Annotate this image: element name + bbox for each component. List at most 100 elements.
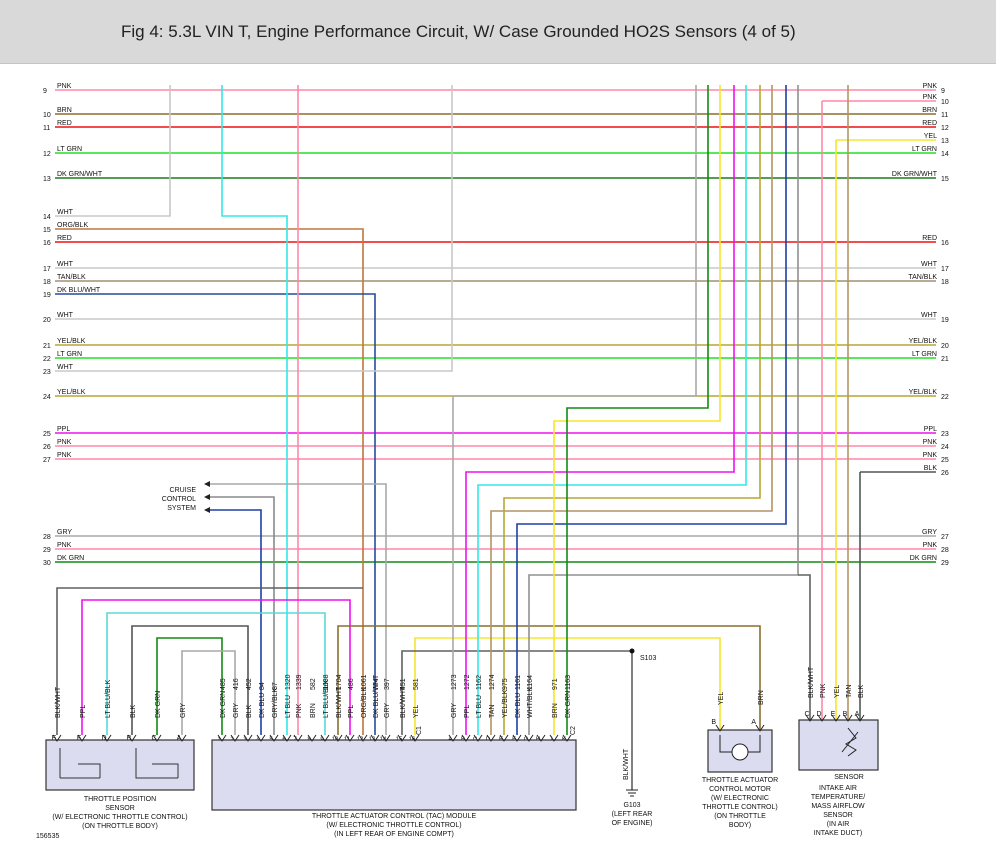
- connector-pin: [805, 714, 815, 722]
- right-wire-number: 22: [941, 394, 949, 401]
- component-layer: [45, 481, 879, 811]
- maf-title: MASS AIRFLOW: [811, 803, 865, 810]
- tac-box: [211, 739, 577, 811]
- right-wire-number: 20: [941, 343, 949, 350]
- left-wire-label: BRN: [57, 107, 72, 114]
- left-wire-number: 19: [43, 292, 51, 299]
- wire-c2-j: [553, 85, 721, 735]
- left-wire-number: 15: [43, 227, 51, 234]
- tac-connector-label: C2: [570, 726, 577, 735]
- right-wire-number: 14: [941, 151, 949, 158]
- left-wire-label: WHT: [57, 364, 74, 371]
- right-wire-number: 23: [941, 431, 949, 438]
- connector-pin: [549, 734, 559, 742]
- tac-pin-wire: WHT/BLK: [527, 687, 534, 718]
- tac-title: (W/ ELECTRONIC THROTTLE CONTROL): [326, 822, 461, 829]
- cruise-label: CONTROL: [162, 496, 196, 503]
- wire-tps-e: [56, 587, 363, 735]
- connector-pin: [152, 734, 162, 742]
- tac-title: THROTTLE ACTUATOR CONTROL (TAC) MODULE: [312, 813, 477, 820]
- left-wire-label: YEL/BLK: [57, 338, 86, 345]
- tac-pin-wire: DK BLU: [259, 693, 266, 718]
- connector-pin: [755, 724, 765, 732]
- tac-circuit-number: 452: [246, 678, 253, 690]
- wire-wht-14: [55, 85, 171, 217]
- left-wire-label: PNK: [57, 542, 72, 549]
- tps-title: SENSOR: [105, 805, 135, 812]
- right-wire-number: 27: [941, 534, 949, 541]
- tac-connector-label: C1: [416, 726, 423, 735]
- cruise-label: CRUISE: [170, 487, 197, 494]
- connector-pin: [499, 734, 509, 742]
- connector-pin: [217, 734, 227, 742]
- tac-pin-wire: PPL: [464, 705, 471, 718]
- maf-pin-letter: B: [843, 711, 848, 718]
- tps-pin-letter: F: [77, 735, 81, 742]
- tps-title: THROTTLE POSITION: [84, 796, 156, 803]
- tac-pin-wire: DK BLU/WHT: [373, 674, 380, 718]
- iat-thermistor: [845, 727, 857, 757]
- right-wire-number: 28: [941, 547, 949, 554]
- maf-title: INTAKE DUCT): [814, 830, 862, 837]
- wire-c2-k: [566, 85, 709, 735]
- connector-pin: [461, 734, 471, 742]
- left-wire-label: DK BLU/WHT: [57, 287, 101, 294]
- tps-pin-wire: PPL: [80, 705, 87, 718]
- maf-box: [798, 719, 879, 771]
- tac-title: (IN LEFT REAR OF ENGINE COMPT): [334, 831, 454, 838]
- wire-gry-cruise: [210, 483, 387, 735]
- tac-pin-wire: PNK: [296, 703, 303, 718]
- connector-pin: [473, 734, 483, 742]
- right-wire-label: PNK: [923, 83, 938, 90]
- motor-title: (W/ ELECTRONIC: [711, 795, 769, 802]
- right-wire-label: YEL: [924, 133, 937, 140]
- tac-pin-wire: BLK/WHT: [400, 686, 407, 718]
- left-wire-number: 9: [43, 88, 47, 95]
- maf-title: (IN AIR: [827, 821, 850, 828]
- iat-label: SENSOR: [834, 774, 864, 781]
- left-wire-number: 10: [43, 112, 51, 119]
- connector-pin: [269, 734, 279, 742]
- right-wire-label: WHT: [921, 312, 938, 319]
- connector-pin: [230, 734, 240, 742]
- tac-circuit-number: 87: [272, 682, 279, 690]
- right-wire-label: GRY: [922, 529, 937, 536]
- right-wire-label: PPL: [924, 426, 937, 433]
- tac-circuit-number: 416: [233, 678, 240, 690]
- cruise-arrow: [204, 494, 210, 500]
- left-wire-number: 30: [43, 560, 51, 567]
- tps-pin-wire: GRY: [180, 703, 187, 718]
- right-wire-label: YEL/BLK: [909, 338, 938, 345]
- tac-circuit-number: 1272: [464, 674, 471, 690]
- wire-maf-c: [798, 574, 811, 735]
- wire-tps-f: [81, 599, 351, 735]
- wire-wht-23: [55, 85, 453, 372]
- tps-pin-letter: E: [52, 735, 57, 742]
- wire-c2-e: [503, 85, 761, 735]
- left-wire-label: WHT: [57, 209, 74, 216]
- wire-brn-motor: [337, 625, 761, 735]
- left-wire-label: PPL: [57, 426, 70, 433]
- right-wire-label: TAN/BLK: [908, 274, 937, 281]
- right-wire-number: 19: [941, 317, 949, 324]
- left-wire-label: WHT: [57, 312, 74, 319]
- tac-circuit-number: 1274: [489, 674, 496, 690]
- tac-circuit-number: 975: [502, 678, 509, 690]
- left-wire-label: ORG/BLK: [57, 222, 88, 229]
- tps-pin-wire: BLK/WHT: [55, 686, 62, 718]
- left-wire-label: LT GRN: [57, 351, 82, 358]
- connector-pin: [715, 724, 725, 732]
- tac-pin-wire: YEL/BLK: [502, 689, 509, 718]
- left-wire-label: TAN/BLK: [57, 274, 86, 281]
- splice-dot: [629, 648, 635, 654]
- right-wire-number: 29: [941, 560, 949, 567]
- ground-symbol: [626, 789, 638, 797]
- motor-title: (ON THROTTLE: [714, 813, 766, 820]
- left-wire-label: WHT: [57, 261, 74, 268]
- wire-tps-c: [156, 637, 223, 735]
- connector-pin: [333, 734, 343, 742]
- tps-pin-letter: D: [101, 735, 106, 742]
- left-wire-label: GRY: [57, 529, 72, 536]
- tac-pin-wire: PPL: [348, 705, 355, 718]
